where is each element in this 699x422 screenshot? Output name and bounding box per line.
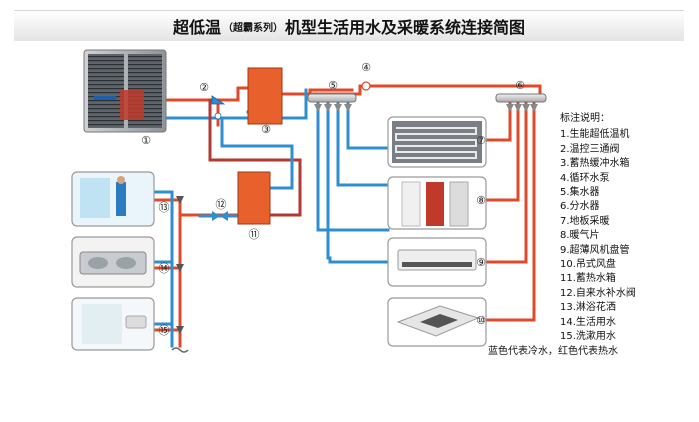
legend-item: 13.淋浴花洒 xyxy=(560,302,616,314)
title-main-a: 超低温 xyxy=(172,18,221,37)
legend-item: 10.吊式风盘 xyxy=(560,259,616,271)
marker-1: ① xyxy=(141,134,151,147)
legend-item: 7.地板采暖 xyxy=(560,215,610,227)
makeup-valve xyxy=(212,211,228,221)
title-bar: 超低温 （超霸系列） 机型生活用水及采暖系统连接简图 xyxy=(14,10,684,41)
legend-item: 14.生活用水 xyxy=(560,316,616,328)
marker-15: ⑮ xyxy=(159,324,170,337)
circulation-pump xyxy=(361,81,371,91)
marker-14: ⑭ xyxy=(159,262,170,275)
legend: 标注说明： 1.生能超低温机 2.温控三通阀 3.蓄热缓冲水箱 4.循环水泵 5… xyxy=(560,112,636,345)
color-note: 蓝色代表冷水，红色代表热水 xyxy=(488,346,618,357)
radiator-icon xyxy=(401,181,469,227)
heat-pump-unit-icon xyxy=(83,49,167,133)
marker-8: ⑧ xyxy=(476,194,486,207)
marker-9: ⑨ xyxy=(476,256,486,269)
legend-header: 标注说明： xyxy=(560,113,610,124)
legend-item: 3.蓄热缓冲水箱 xyxy=(560,158,630,170)
legend-item: 12.自来水补水阀 xyxy=(560,287,636,299)
title-subtitle: （超霸系列） xyxy=(223,22,283,34)
legend-item: 15.洗漱用水 xyxy=(560,331,616,343)
marker-7: ⑦ xyxy=(476,134,486,147)
marker-6: ⑥ xyxy=(515,79,525,92)
distributor-manifold xyxy=(495,93,547,112)
title-main-b: 机型生活用水及采暖系统连接简图 xyxy=(285,18,526,37)
ceiling-cassette-icon xyxy=(396,305,480,337)
floor-heating-icon xyxy=(392,121,482,163)
marker-5: ⑤ xyxy=(328,79,338,92)
marker-11: ⑪ xyxy=(249,228,260,241)
legend-item: 9.超薄风机盘管 xyxy=(560,244,630,256)
legend-item: 6.分水器 xyxy=(560,201,600,213)
legend-item: 11.蓄热水箱 xyxy=(560,273,616,285)
marker-2: ② xyxy=(199,81,209,94)
fan-coil-icon xyxy=(397,249,477,271)
legend-item: 5.集水器 xyxy=(560,187,600,199)
buffer-tank xyxy=(247,67,283,125)
marker-13: ⑬ xyxy=(159,201,170,214)
legend-item: 8.暖气片 xyxy=(560,230,600,242)
legend-item: 2.温控三通阀 xyxy=(560,143,620,155)
collector-manifold xyxy=(307,93,357,112)
legend-item: 4.循环水泵 xyxy=(560,172,610,184)
marker-12: ⑫ xyxy=(216,198,227,211)
marker-4: ④ xyxy=(361,61,371,74)
marker-10: ⑩ xyxy=(476,314,486,327)
marker-3: ③ xyxy=(261,123,271,136)
storage-tank xyxy=(237,171,271,225)
legend-item: 1.生能超低温机 xyxy=(560,129,630,141)
